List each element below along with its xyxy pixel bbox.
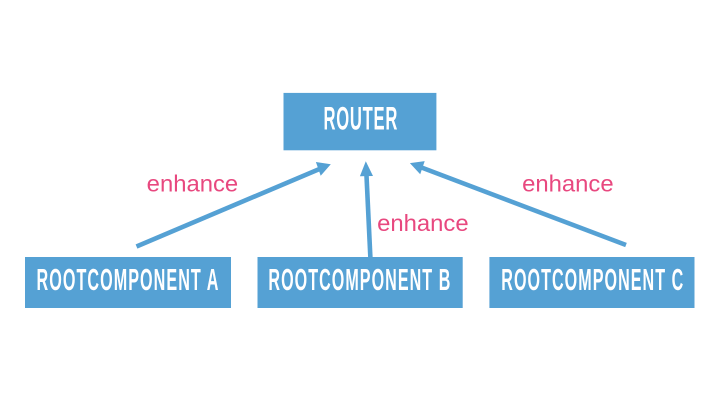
svg-text:ROUTER: ROUTER bbox=[323, 100, 398, 136]
svg-text:enhance: enhance bbox=[147, 170, 239, 196]
svg-text:ROOTCOMPONENT A: ROOTCOMPONENT A bbox=[37, 262, 220, 297]
svg-text:enhance: enhance bbox=[522, 170, 614, 196]
svg-text:ROOTCOMPONENT B: ROOTCOMPONENT B bbox=[268, 262, 451, 297]
svg-text:ROOTCOMPONENT C: ROOTCOMPONENT C bbox=[501, 262, 684, 297]
svg-text:enhance: enhance bbox=[377, 210, 469, 236]
